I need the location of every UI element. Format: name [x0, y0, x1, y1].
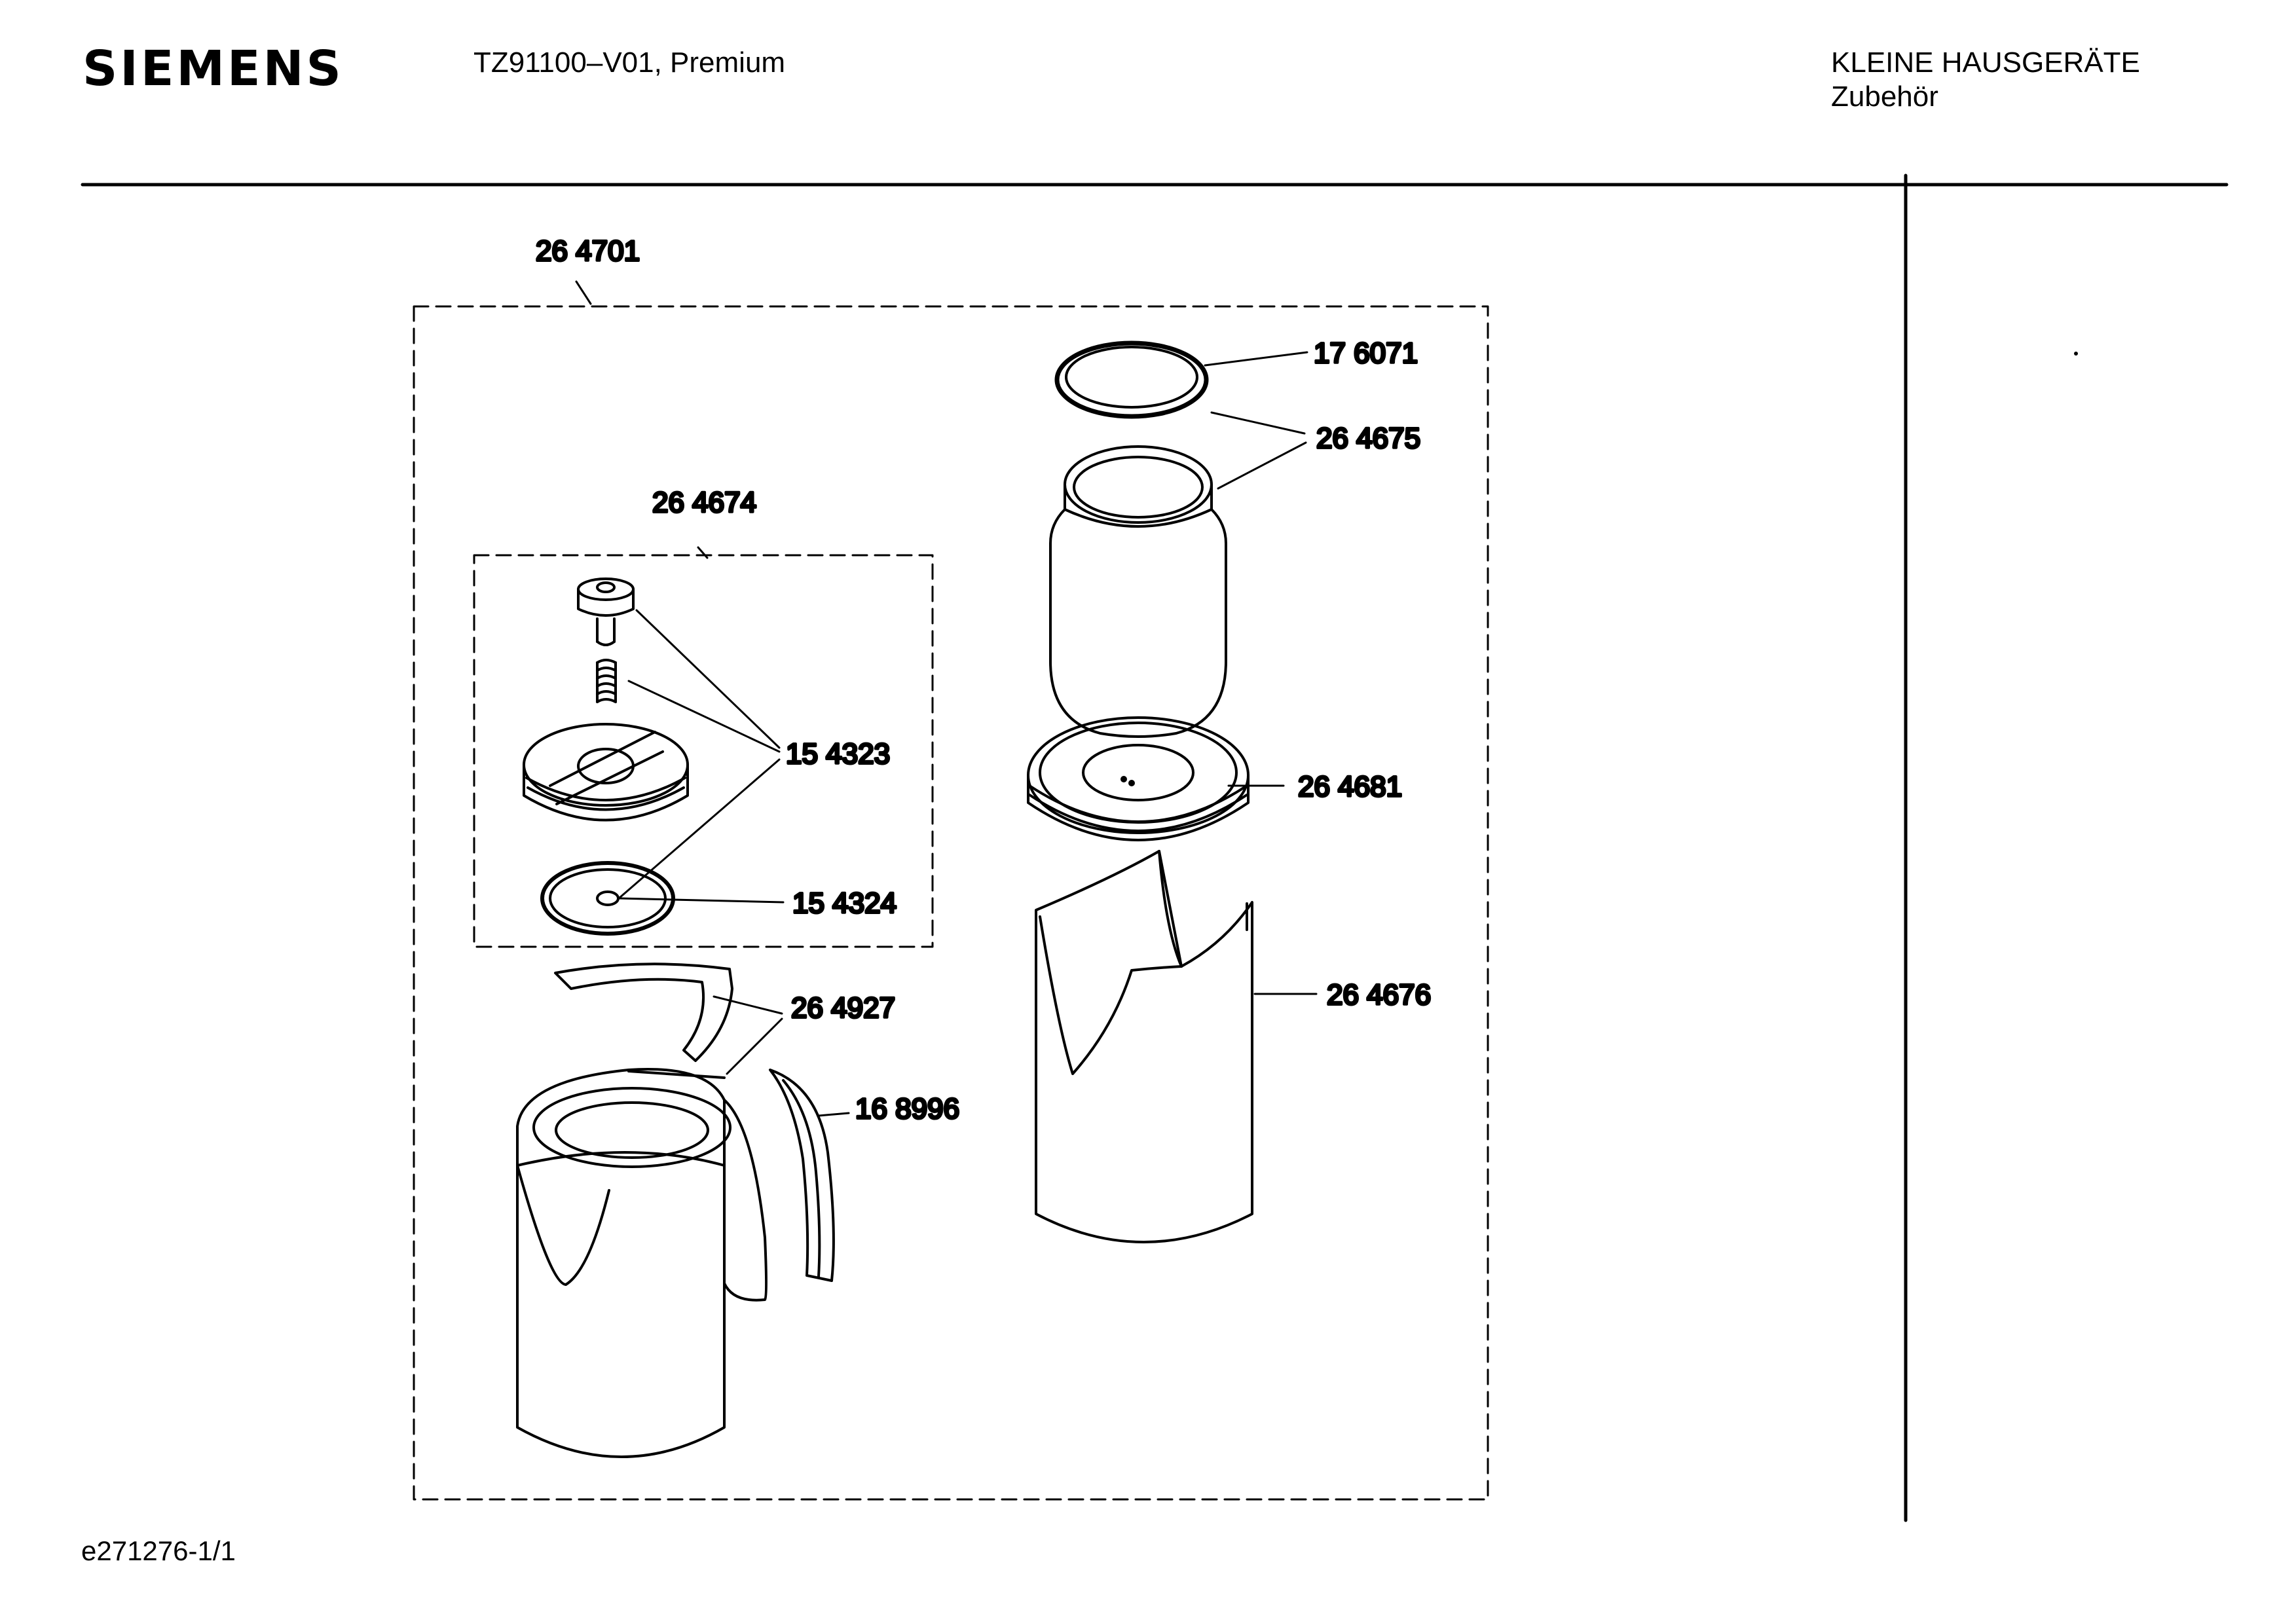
- lid-assembly-box: [473, 554, 934, 948]
- label-shell-clip: 26 4927: [791, 992, 895, 1024]
- valve-disc-part: [540, 861, 675, 936]
- outer-shell-part: [1035, 850, 1253, 1243]
- brand-logo: SIEMENS: [83, 41, 344, 97]
- assembly-box: [413, 305, 1489, 1501]
- base-ring-part: [1027, 716, 1250, 841]
- lid-body-part: [523, 723, 689, 822]
- subcategory-title: Zubehör: [1831, 81, 1938, 113]
- handle-strip-part: [769, 1069, 835, 1282]
- label-insert: 26 4675: [1316, 422, 1420, 454]
- label-seal-ring: 17 6071: [1314, 337, 1418, 369]
- insert-part: [1049, 445, 1227, 738]
- leader-lines: [575, 280, 1318, 1117]
- model-title: TZ91100–V01, Premium: [473, 46, 786, 79]
- shell-clip-part: [554, 962, 733, 1062]
- label-assembly: 26 4701: [536, 235, 640, 267]
- dot-mark: [2074, 352, 2078, 356]
- valve-knob-part: [577, 577, 635, 646]
- label-outer-shell: 26 4676: [1327, 979, 1431, 1011]
- jug-body-part: [516, 1067, 768, 1458]
- valve-spring-part: [596, 659, 617, 703]
- label-lid-assembly: 26 4674: [652, 486, 756, 519]
- drawing-id: e271276-1/1: [81, 1535, 236, 1566]
- label-valve-parts: 15 4323: [786, 738, 890, 770]
- label-base-ring: 26 4681: [1298, 771, 1402, 803]
- label-handle-strip: 16 8996: [855, 1093, 959, 1125]
- label-valve-disc: 15 4324: [792, 887, 897, 919]
- category-title: KLEINE HAUSGERÄTE: [1831, 46, 2140, 79]
- seal-ring-part: [1054, 340, 1209, 419]
